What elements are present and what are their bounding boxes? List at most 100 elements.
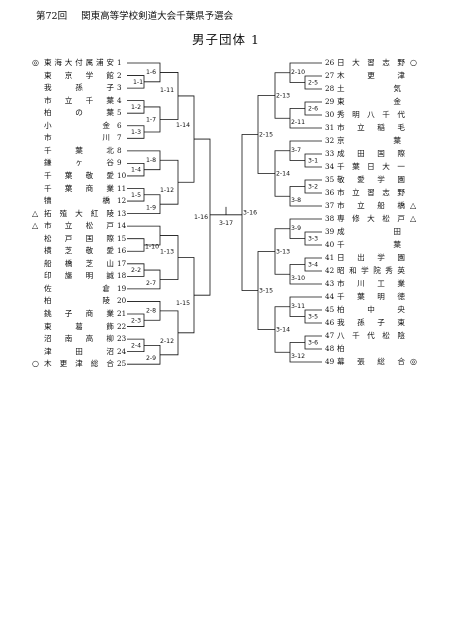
match-label: 1-1	[133, 79, 143, 86]
team-name: 市川	[44, 133, 161, 143]
match-label: 2-11	[291, 119, 305, 126]
bracket-line	[160, 235, 179, 280]
team-number: 3	[117, 83, 122, 93]
seed-mark: △	[410, 214, 417, 223]
team-number: 11	[117, 183, 127, 193]
team-name: 犢橋	[44, 196, 161, 206]
match-label: 3-5	[308, 314, 318, 321]
team-name: 八千代松陰	[337, 331, 413, 340]
team-name: 津田沼	[44, 346, 138, 356]
team-name: 東金	[337, 97, 450, 106]
team-number: 9	[117, 158, 122, 168]
team-number: 27	[325, 71, 335, 80]
team-name: 小金	[44, 120, 161, 130]
team-number: 5	[117, 108, 122, 118]
match-label: 2-5	[308, 80, 318, 87]
team-number: 13	[117, 208, 127, 218]
team-name: 横芝敬愛	[44, 246, 128, 256]
seed-mark: ○	[410, 58, 417, 67]
team-number: 14	[117, 221, 127, 231]
match-label: 1-2	[131, 104, 141, 111]
team-name: 柏中央	[337, 305, 428, 314]
team-name: 土気	[337, 84, 450, 93]
team-number: 22	[117, 321, 127, 331]
team-name: 千葉日大一	[337, 162, 413, 171]
team-name: 市立松戸	[44, 221, 128, 231]
team-name: 専修大松戸	[337, 214, 413, 223]
team-number: 42	[325, 266, 335, 275]
match-label: 3-15	[259, 288, 273, 295]
team-number: 7	[117, 133, 122, 143]
team-name: 木更津	[337, 71, 428, 80]
match-label: 1-12	[160, 187, 174, 194]
match-label: 3-2	[308, 184, 318, 191]
team-number: 4	[117, 95, 122, 105]
team-name: 東海大付属浦安	[44, 58, 117, 67]
team-number: 36	[325, 188, 335, 197]
team-name: 昭和学院秀英	[337, 266, 410, 275]
team-number: 46	[325, 318, 335, 327]
match-label: 3-8	[291, 197, 301, 204]
bracket-line	[160, 159, 179, 205]
team-number: 26	[325, 58, 335, 67]
team-name: 千葉商業	[44, 183, 128, 193]
match-label: 3-12	[291, 353, 305, 360]
match-label: 2-14	[276, 171, 290, 178]
match-label: 3-1	[308, 158, 318, 165]
match-label: 3-17	[219, 220, 233, 227]
team-number: 41	[325, 253, 335, 262]
match-label: 1-3	[131, 129, 141, 136]
match-label: 3-4	[308, 262, 318, 269]
team-number: 17	[117, 258, 127, 268]
team-number: 40	[325, 240, 335, 249]
team-number: 44	[325, 292, 335, 301]
team-number: 16	[117, 246, 127, 256]
bracket-line	[178, 257, 195, 334]
team-name: 敬愛学園	[337, 175, 418, 184]
team-name: 市立千葉	[44, 95, 128, 105]
team-name: 柏	[337, 344, 345, 353]
team-number: 45	[325, 305, 335, 314]
team-name: 銚子商業	[44, 309, 128, 318]
seed-mark: ◎	[410, 357, 417, 366]
match-label: 2-15	[259, 132, 273, 139]
team-number: 12	[117, 196, 127, 206]
team-name: 千葉	[337, 240, 450, 249]
match-label: 3-10	[291, 275, 305, 282]
team-name: 東葛飾	[44, 321, 138, 331]
team-name: 我孫子	[44, 83, 138, 93]
team-number: 43	[325, 279, 335, 288]
bracket-line	[127, 238, 145, 252]
team-number: 21	[117, 309, 127, 318]
match-label: 3-14	[276, 327, 290, 334]
team-name: 東京学館	[44, 70, 128, 80]
match-label: 2-12	[160, 338, 174, 345]
team-name: 千葉敬愛	[44, 170, 128, 180]
team-name: 市立稲毛	[337, 123, 418, 132]
team-number: 30	[325, 110, 335, 119]
match-label: 3-16	[243, 210, 257, 217]
match-label: 1-11	[160, 87, 174, 94]
match-label: 1-13	[160, 249, 174, 256]
match-label: 1-15	[176, 300, 190, 307]
team-number: 47	[325, 331, 335, 340]
bracket-line	[127, 225, 161, 246]
seed-mark: △	[32, 208, 39, 218]
match-label: 3-9	[291, 225, 301, 232]
event-name: 関東高等学校剣道大会千葉県予選会	[81, 11, 234, 22]
team-name: 船橋芝山	[44, 258, 128, 268]
match-label: 1-5	[131, 192, 141, 199]
team-number: 1	[117, 58, 122, 67]
match-label: 2-9	[146, 355, 156, 362]
match-label: 1-8	[146, 157, 156, 164]
seed-mark: ○	[32, 359, 39, 369]
team-number: 28	[325, 84, 335, 93]
team-number: 18	[117, 271, 127, 281]
team-name: 成田国際	[337, 149, 418, 158]
team-number: 6	[117, 120, 122, 130]
match-label: 3-3	[308, 236, 318, 243]
team-name: 幕張総合	[337, 357, 418, 366]
team-name: 拓殖大紅陵	[44, 208, 122, 218]
